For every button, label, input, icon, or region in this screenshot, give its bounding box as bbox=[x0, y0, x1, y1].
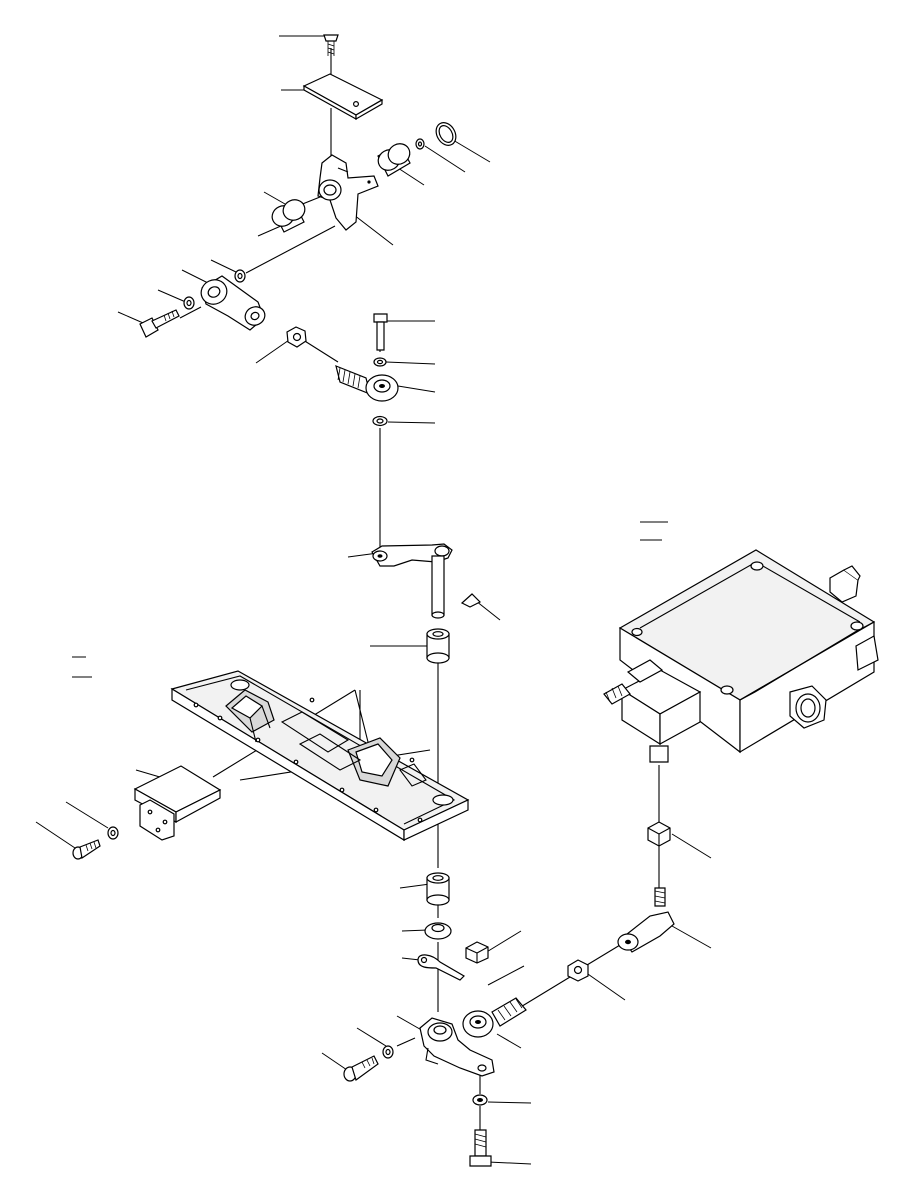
screw-left bbox=[72, 839, 101, 860]
washer-lower-left bbox=[382, 1045, 394, 1059]
leader-lines bbox=[35, 35, 712, 1165]
callout-notes bbox=[72, 521, 668, 678]
hex-nut-upper bbox=[286, 326, 307, 348]
thrust-washer bbox=[424, 922, 452, 940]
mounting-plate bbox=[302, 73, 384, 121]
washer-left bbox=[107, 826, 119, 840]
ball-joint-right bbox=[617, 887, 675, 953]
sleeve-lower bbox=[426, 872, 450, 906]
lower-lever bbox=[419, 1017, 495, 1077]
snap-ring bbox=[435, 122, 457, 146]
cotter-key bbox=[460, 593, 482, 608]
hex-nut-right bbox=[647, 821, 671, 847]
washer-upper-b bbox=[183, 296, 195, 310]
lever-bracket bbox=[317, 154, 379, 231]
side-bracket bbox=[133, 765, 222, 841]
sleeve-upper bbox=[426, 628, 450, 664]
washer-top bbox=[415, 138, 425, 150]
bolt-vertical-upper bbox=[373, 313, 388, 351]
washer-bottom bbox=[472, 1094, 488, 1106]
bushing-right bbox=[377, 143, 411, 177]
bolt-upper-left bbox=[139, 309, 180, 338]
ball-joint-upper bbox=[335, 365, 399, 402]
control-valve-body bbox=[618, 549, 879, 754]
ball-joint-lower bbox=[462, 997, 527, 1038]
solenoid-connector bbox=[603, 659, 702, 763]
washer-mid-b bbox=[372, 415, 388, 427]
washer-mid-a bbox=[373, 357, 387, 367]
top-screw bbox=[323, 34, 339, 56]
lock-nut-lower bbox=[465, 941, 489, 964]
bolt-bottom bbox=[469, 1129, 492, 1167]
bolt-lower-left bbox=[343, 1055, 379, 1082]
mounting-frame bbox=[170, 670, 470, 842]
hex-nut-middle bbox=[567, 959, 589, 982]
rod-end-upper bbox=[200, 275, 266, 331]
shaft-lever bbox=[371, 543, 453, 619]
washer-upper-a bbox=[234, 269, 246, 283]
cotter-pin bbox=[417, 954, 465, 981]
bushing-left bbox=[271, 199, 306, 233]
